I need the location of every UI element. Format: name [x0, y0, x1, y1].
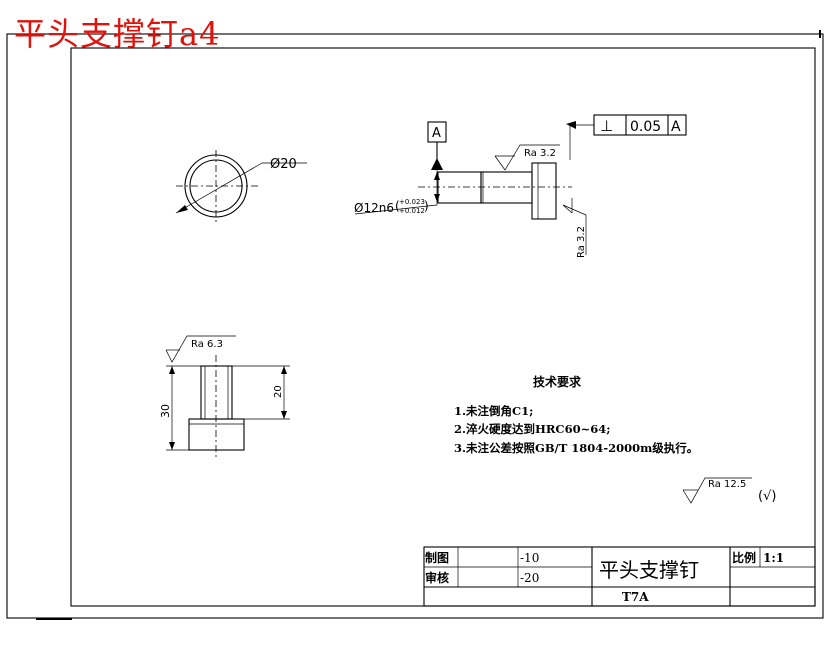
tolerance-value: 0.05	[630, 119, 661, 135]
part-name: 平头支撑钉	[599, 558, 699, 582]
leader-arrow	[176, 205, 188, 213]
shaft-body	[480, 171, 533, 204]
outer-border	[6, 33, 824, 619]
dim-arrow-bottom	[434, 194, 440, 202]
material: T7A	[622, 590, 649, 604]
dim-20-arrow-bottom	[281, 411, 287, 419]
tech-item: 2.淬火硬度达到HRC60~64;	[454, 422, 610, 436]
roughness-symbol-top	[494, 144, 560, 171]
diameter-main-label: Ø12n6	[354, 201, 394, 215]
main-view: A Ø12n6 ( +0.023 +0.012 ) ⊥ 0.05 A Ra	[354, 114, 687, 258]
scale-label: 比例	[732, 550, 756, 565]
tolerance-datum: A	[671, 119, 681, 135]
title-block: 制图 -10 审核 -20 平头支撑钉 比例 1:1 T7A	[423, 546, 816, 607]
dim-height-label: 30	[159, 404, 172, 418]
roughness-right: Ra 3.2	[562, 198, 587, 258]
side-view: 30 20 Ra 6.3	[159, 335, 290, 458]
dim-30-arrow-top	[169, 366, 175, 374]
dim-30-arrow-bottom	[169, 442, 175, 450]
datum-triangle	[431, 158, 443, 170]
drawn-label: 制图	[425, 550, 449, 565]
tech-item: 1.未注倒角C1;	[454, 404, 533, 418]
datum-letter: A	[432, 126, 441, 141]
dim-arrow-top	[434, 172, 440, 180]
inner-border	[70, 47, 816, 607]
roughness-symbol-general	[682, 477, 752, 504]
roughness-symbol-side	[165, 335, 236, 363]
drawing-title: 平头支撑钉a4	[14, 15, 221, 53]
dim-leader	[354, 204, 438, 215]
roughness-top-label: Ra 3.2	[524, 148, 556, 159]
dim-shaft-label: 20	[273, 385, 284, 398]
roughness-top: Ra 3.2	[494, 144, 560, 171]
general-roughness-label: Ra 12.5	[708, 479, 746, 490]
diameter-leader	[175, 162, 263, 214]
tol-lower: +0.012	[399, 207, 425, 215]
tol-open-paren: (	[395, 199, 400, 213]
circle-view: Ø20	[175, 150, 307, 225]
roughness-side-label: Ra 6.3	[191, 339, 223, 350]
checked-label: 审核	[425, 570, 449, 585]
side-shaft	[200, 365, 233, 420]
general-roughness-suffix: (√)	[758, 489, 776, 504]
tol-upper: +0.023	[399, 198, 425, 206]
side-head	[188, 418, 245, 451]
tol-close-paren: )	[424, 199, 429, 213]
frame-leader-arrow	[566, 121, 576, 129]
checked-value: -20	[520, 571, 539, 585]
general-roughness: Ra 12.5 (√)	[682, 477, 776, 504]
shaft-outline	[437, 171, 482, 204]
roughness-symbol-right	[562, 204, 587, 255]
drawn-value: -10	[520, 551, 539, 565]
tolerance-frame: ⊥ 0.05 A	[566, 114, 687, 160]
scale-value: 1:1	[763, 551, 784, 565]
roughness-right-label: Ra 3.2	[576, 226, 587, 258]
diameter-label: Ø20	[270, 157, 297, 172]
dim-20-arrow-top	[281, 366, 287, 374]
tech-heading: 技术要求	[533, 374, 582, 389]
tech-item: 3.未注公差按照GB/T 1804-2000m级执行。	[454, 441, 698, 455]
tech-requirements: 技术要求 1.未注倒角C1; 2.淬火硬度达到HRC60~64; 3.未注公差按…	[454, 374, 698, 455]
perpendicularity-symbol: ⊥	[600, 117, 613, 135]
title-block-frame	[423, 546, 816, 607]
head-outline	[531, 162, 557, 220]
